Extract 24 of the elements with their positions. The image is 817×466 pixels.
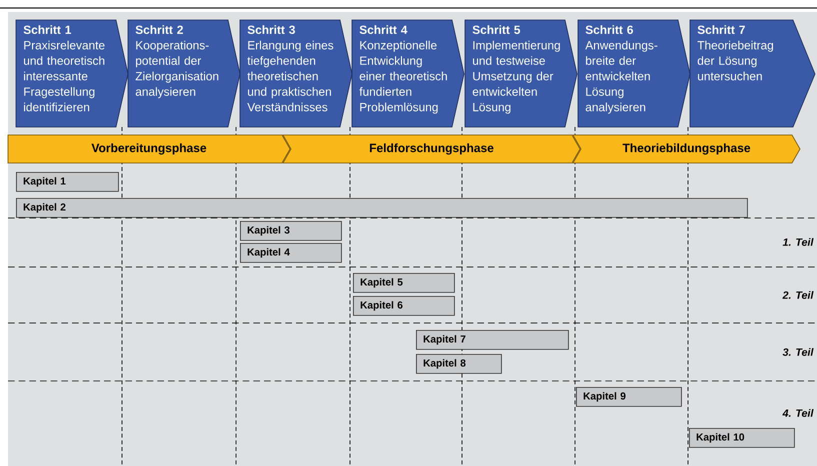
step-box: Schritt 4 Konzeptionelle Entwicklung einer theoretisch fundierten Problemlösung [352,20,464,128]
chapter-bar: Kapitel 5 [353,273,455,293]
chapter-bar: Kapitel 4 [240,243,342,263]
part-label: 3. Teil [782,348,814,356]
phase-band: Feldforschungsphase [282,134,580,164]
step-box: Schritt 2 Kooperations-potential der Zielorganisation analysieren [128,20,240,128]
chapter-bar: Kapitel 10 [689,428,795,448]
part-label: 2. Teil [782,291,814,299]
step-box: Schritt 6 Anwendungs-breite der entwickelten Lösung analysieren [578,20,690,128]
chapter-bar: Kapitel 3 [240,221,342,241]
chapter-bar: Kapitel 9 [576,387,682,407]
chapter-bar: Kapitel 1 [16,172,119,192]
step-box: Schritt 1 Praxisrelevante und theoretisch interessante Fragestellung identifizieren [16,20,128,128]
part-label: 1. Teil [782,238,814,246]
step-box: Schritt 7 Theoriebeitrag der Lösung untersuchen [690,20,816,128]
phase-band: Theoriebildungsphase [572,134,800,164]
chapter-bar: Kapitel 8 [416,354,502,374]
chapter-bar: Kapitel 2 [16,198,748,218]
part-label: 4. Teil [782,409,814,417]
chapter-bar: Kapitel 7 [416,330,569,350]
step-box: Schritt 5 Implementierung und testweise Umsetzung der entwickelten Lösung [464,20,578,128]
chapter-bar: Kapitel 6 [353,296,455,316]
phase-band: Vorbereitungsphase [8,134,290,164]
step-box: Schritt 3 Erlangung eines tiefgehenden theoretischen und praktischen Verständnisses [240,20,352,128]
